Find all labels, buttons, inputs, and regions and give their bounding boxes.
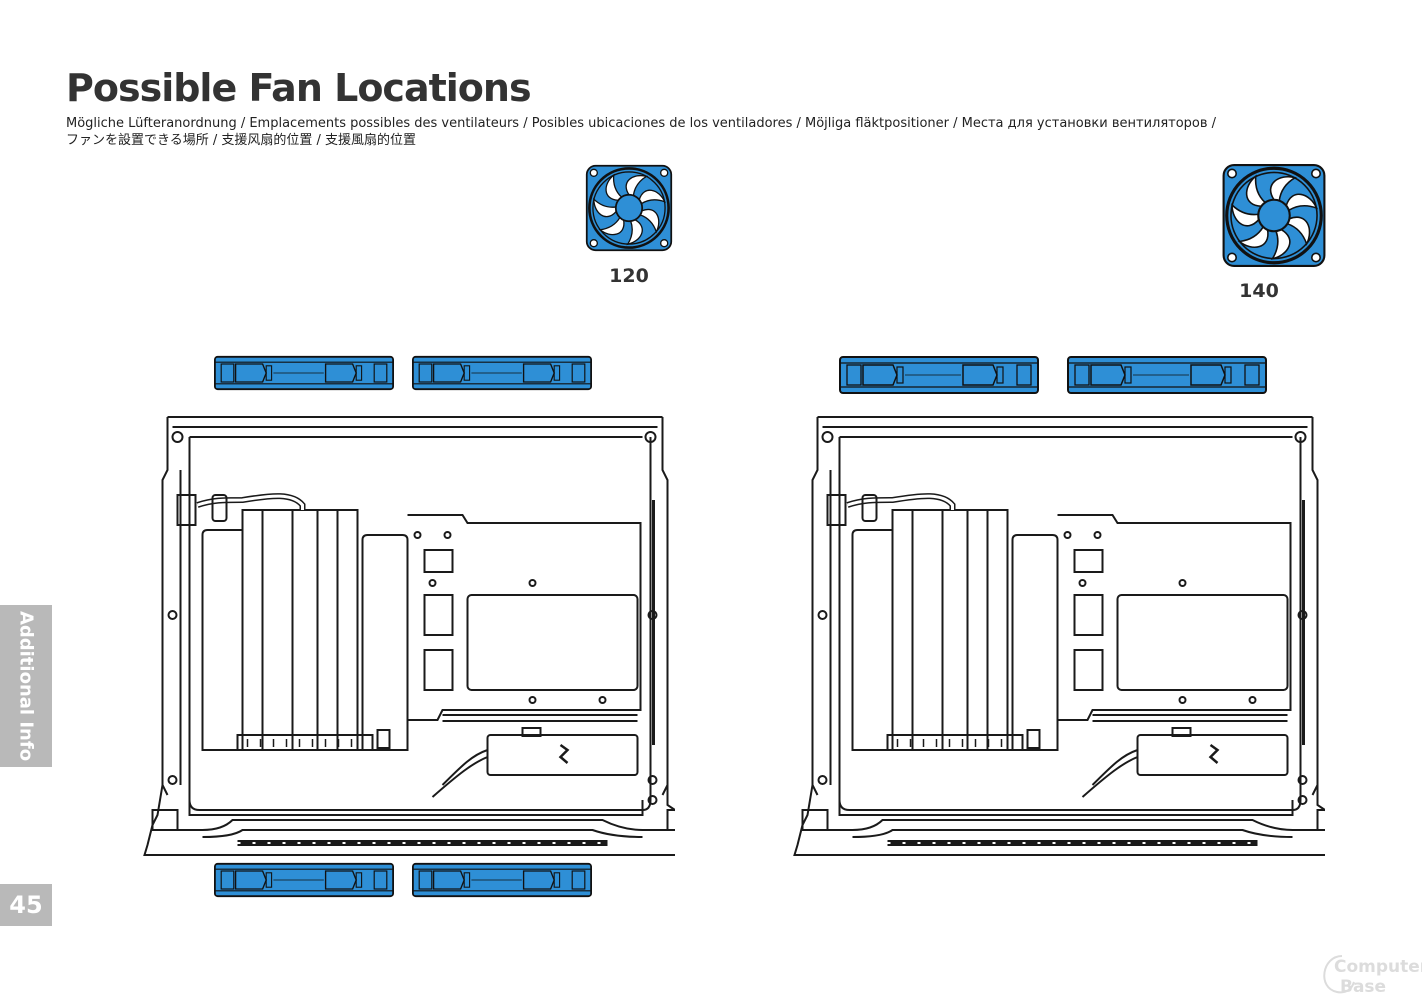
fan-120-label: 120 (609, 265, 649, 287)
case-diagram-140 (780, 350, 1340, 860)
svg-text:Base: Base (1340, 977, 1386, 997)
top-fan-120-1 (214, 355, 394, 391)
computerbase-watermark-logo: Computer Base (1323, 955, 1422, 997)
bottom-fan-120-2 (412, 862, 592, 898)
case-diagram-120 (130, 350, 690, 910)
top-fan-140-2 (1066, 355, 1268, 395)
section-tab-label: Additional Info (15, 610, 37, 762)
subtitle-line-2: ファンを設置できる場所 / 支援风扇的位置 / 支援風扇的位置 (66, 133, 417, 148)
section-tab: Additional Info (0, 605, 52, 767)
case-side-view-140 (780, 405, 1325, 865)
fan-120-icon (585, 164, 673, 252)
page-number: 45 (0, 884, 52, 926)
fan-140-label: 140 (1239, 280, 1279, 302)
top-fan-120-2 (412, 355, 592, 391)
fan-140-icon (1221, 163, 1327, 268)
subtitle-line-1: Mögliche Lüfteranordnung / Emplacements … (66, 116, 1217, 131)
svg-text:Computer: Computer (1334, 957, 1422, 977)
case-side-view-120 (130, 405, 675, 865)
bottom-fan-120-1 (214, 862, 394, 898)
page-title: Possible Fan Locations (66, 66, 532, 110)
top-fan-140-1 (838, 355, 1040, 395)
page-subtitle: Mögliche Lüfteranordnung / Emplacements … (66, 115, 1266, 149)
